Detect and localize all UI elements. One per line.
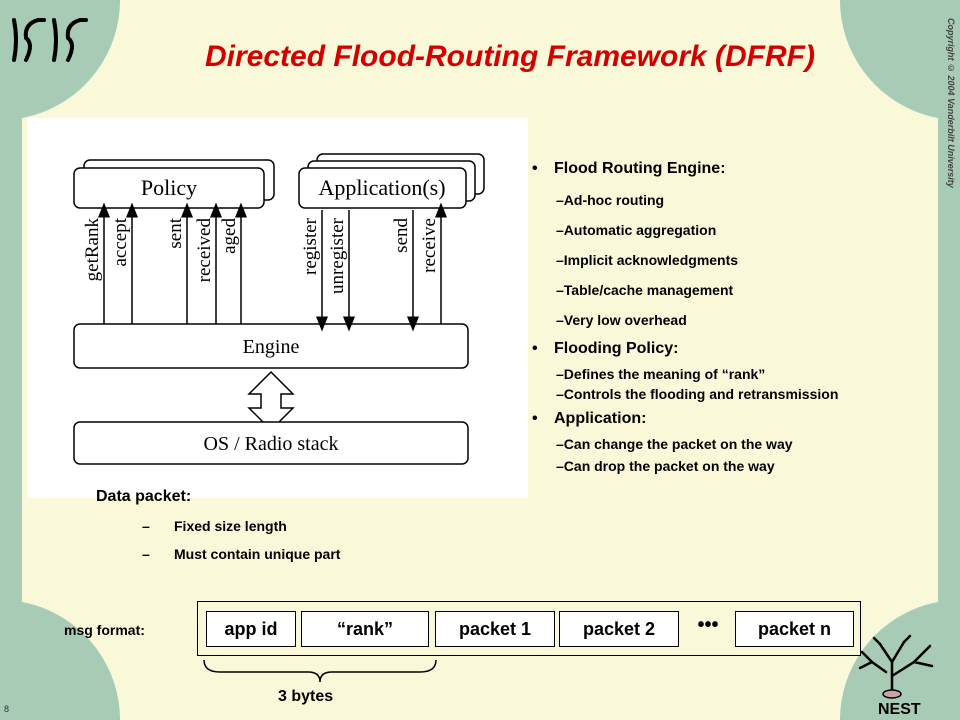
- right-side-band: [938, 0, 960, 720]
- svg-text:NEST: NEST: [878, 701, 921, 718]
- bullet-item: Automatic aggregation: [530, 222, 940, 238]
- isis-logo: [12, 18, 88, 62]
- data-packet-heading: Data packet:: [96, 488, 192, 505]
- bullet-item: Ad-hoc routing: [530, 192, 940, 208]
- copyright-text: Copyright © 2004 Vanderbilt University: [946, 18, 956, 188]
- bullet-engine: Flood Routing Engine: Ad-hoc routing Aut…: [530, 160, 940, 328]
- application-call-label: unregister: [327, 217, 348, 294]
- data-packet-section: Data packet: Fixed size length Must cont…: [96, 488, 340, 562]
- bytes-label: 3 bytes: [278, 688, 334, 705]
- policy-call-label: aged: [219, 218, 240, 254]
- bullet-item: Can change the packet on the way: [530, 436, 940, 452]
- msg-ellipsis: •••: [697, 614, 719, 636]
- os-radio-box: [73, 421, 469, 465]
- application-call-label: register: [300, 217, 321, 275]
- application-call-label: receive: [419, 218, 440, 273]
- msg-field-packet-1: packet 1: [435, 611, 555, 647]
- architecture-diagram-panel: Policy Application(s) Engine OS / Radio …: [27, 118, 528, 498]
- os-radio-label: OS / Radio stack: [204, 433, 339, 455]
- application-box: [298, 167, 467, 209]
- nest-logo: NEST: [858, 634, 934, 718]
- bullet-heading: Flood Routing Engine:: [530, 160, 940, 178]
- msg-format-label: msg format:: [64, 622, 145, 638]
- bullet-heading: Flooding Policy:: [530, 340, 940, 358]
- slide-title: Directed Flood-Routing Framework (DFRF): [205, 40, 815, 73]
- bytes-brace-icon: [203, 659, 437, 683]
- data-packet-item: Fixed size length: [142, 518, 340, 534]
- bullet-item: Defines the meaning of “rank”: [530, 366, 940, 382]
- msg-format-container: app id “rank” packet 1 packet 2 ••• pack…: [197, 601, 861, 656]
- engine-label: Engine: [243, 336, 300, 358]
- engine-box: [73, 323, 469, 369]
- bullet-item: Very low overhead: [530, 312, 940, 328]
- msg-field-packet-2: packet 2: [559, 611, 679, 647]
- bullet-item: Implicit acknowledgments: [530, 252, 940, 268]
- bullet-item: Can drop the packet on the way: [530, 458, 940, 474]
- policy-call-label: getRank: [82, 218, 103, 282]
- policy-label: Policy: [141, 175, 197, 200]
- bullet-item: Controls the flooding and retransmission: [530, 386, 858, 402]
- msg-field-app-id: app id: [206, 611, 296, 647]
- data-packet-item: Must contain unique part: [142, 546, 340, 562]
- policy-call-label: sent: [165, 217, 186, 248]
- slide-number: 8: [4, 704, 10, 714]
- bullet-list: Flood Routing Engine: Ad-hoc routing Aut…: [530, 160, 940, 474]
- architecture-diagram: Policy Application(s) Engine OS / Radio …: [73, 153, 485, 465]
- bullet-heading: Application:: [530, 410, 940, 428]
- bullet-application: Application: Can change the packet on th…: [530, 410, 940, 474]
- application-call-label: send: [391, 218, 412, 253]
- bullet-policy: Flooding Policy: Defines the meaning of …: [530, 340, 940, 402]
- left-side-band: [0, 0, 22, 720]
- policy-box: [73, 167, 265, 209]
- application-label: Application(s): [318, 175, 445, 200]
- policy-call-label: received: [194, 218, 215, 283]
- msg-field-packet-n: packet n: [735, 611, 854, 647]
- corner-bottom-left: [0, 600, 120, 720]
- msg-field-rank: “rank”: [301, 611, 429, 647]
- bullet-item: Table/cache management: [530, 282, 940, 298]
- policy-call-label: accept: [110, 217, 131, 266]
